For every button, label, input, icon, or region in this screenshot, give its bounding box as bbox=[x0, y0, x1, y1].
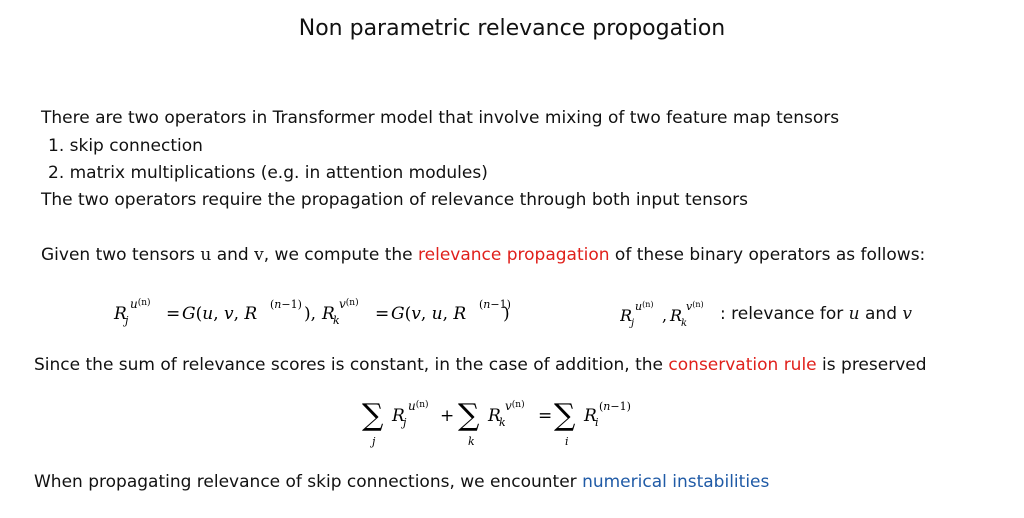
list-item-skip-connection: 1. skip connection bbox=[48, 136, 203, 156]
svg-text:R: R bbox=[391, 406, 405, 426]
formula-legend-symbols: R j u(n) , R k v(n) bbox=[619, 300, 704, 329]
tensor-v-symbol: v bbox=[254, 245, 264, 265]
tensor-u-symbol: u bbox=[200, 245, 212, 265]
svg-text:): ) bbox=[503, 304, 510, 324]
relevance-propagation-highlight: relevance propagation bbox=[418, 245, 610, 265]
svg-text:R: R bbox=[321, 304, 335, 324]
svg-text:v(n): v(n) bbox=[339, 297, 359, 311]
svg-text:(n−1): (n−1) bbox=[270, 298, 302, 311]
conservation-equation: ∑ j R j u(n) + ∑ k R k v(n) = ∑ i R i (n… bbox=[362, 398, 631, 448]
given-post: of these binary operators as follows: bbox=[609, 245, 926, 265]
legend-label: : relevance for bbox=[720, 304, 849, 324]
slide-title: Non parametric relevance propogation bbox=[298, 16, 726, 41]
svg-text:,: , bbox=[662, 306, 667, 325]
svg-text:i: i bbox=[565, 435, 569, 448]
svg-text:R: R bbox=[620, 306, 632, 325]
svg-text:∑: ∑ bbox=[554, 398, 576, 433]
svg-text:v(n): v(n) bbox=[686, 300, 704, 313]
skip-connection-text: When propagating relevance of skip conne… bbox=[34, 472, 769, 492]
formula-legend: R j u(n) , R k v(n) : relevance for u an… bbox=[619, 297, 912, 331]
given-pre: Given two tensors bbox=[41, 245, 201, 265]
svg-text:u(n): u(n) bbox=[130, 297, 151, 311]
given-and: and bbox=[211, 245, 255, 265]
svg-text:R: R bbox=[669, 306, 682, 325]
svg-text:G(v, u, R: G(v, u, R bbox=[391, 304, 466, 324]
svg-text:k: k bbox=[333, 314, 340, 327]
conservation-post: is preserved bbox=[816, 355, 927, 375]
svg-text:j: j bbox=[369, 435, 376, 448]
require-text: The two operators require the propagatio… bbox=[41, 190, 748, 210]
svg-text:j: j bbox=[122, 314, 129, 327]
svg-text:j: j bbox=[629, 318, 634, 329]
svg-text:R: R bbox=[487, 406, 501, 426]
svg-text:j: j bbox=[400, 416, 407, 429]
svg-text:u(n): u(n) bbox=[635, 300, 654, 313]
svg-text:k: k bbox=[681, 318, 687, 329]
svg-text:∑: ∑ bbox=[362, 398, 384, 433]
conservation-text: Since the sum of relevance scores is con… bbox=[34, 355, 927, 375]
svg-text:=: = bbox=[375, 304, 389, 324]
conservation-rule-highlight: conservation rule bbox=[668, 355, 817, 375]
conservation-pre: Since the sum of relevance scores is con… bbox=[34, 355, 669, 375]
svg-text:∑: ∑ bbox=[458, 398, 480, 433]
svg-text:(n−1): (n−1) bbox=[479, 298, 510, 311]
svg-text:v(n): v(n) bbox=[505, 399, 525, 413]
numerical-instabilities-highlight: numerical instabilities bbox=[582, 472, 770, 492]
intro-text: There are two operators in Transformer m… bbox=[41, 108, 840, 128]
given-mid: , we compute the bbox=[263, 245, 419, 265]
list-item-matrix-multiplication: 2. matrix multiplications (e.g. in atten… bbox=[48, 163, 488, 183]
relevance-formula: R j u(n) = G(u, v, R (n−1) ), R k v(n) =… bbox=[113, 297, 510, 327]
svg-text:R: R bbox=[583, 406, 597, 426]
svg-text:+: + bbox=[440, 406, 454, 426]
legend-and: and bbox=[859, 304, 903, 324]
svg-text:),: ), bbox=[304, 304, 316, 324]
svg-text:(n−1): (n−1) bbox=[599, 400, 631, 413]
svg-text:i: i bbox=[595, 416, 599, 429]
svg-text:k: k bbox=[468, 435, 475, 448]
svg-text:G(u, v, R: G(u, v, R bbox=[182, 304, 257, 324]
legend-v-symbol: v bbox=[902, 304, 912, 324]
svg-text:u(n): u(n) bbox=[408, 399, 429, 413]
svg-text:=: = bbox=[538, 406, 552, 426]
skip-pre: When propagating relevance of skip conne… bbox=[34, 472, 583, 492]
svg-text:=: = bbox=[166, 304, 180, 324]
svg-text:k: k bbox=[499, 416, 506, 429]
svg-text:R: R bbox=[113, 304, 127, 324]
given-text: Given two tensors u and v, we compute th… bbox=[41, 245, 925, 265]
legend-u-symbol: u bbox=[848, 304, 860, 324]
